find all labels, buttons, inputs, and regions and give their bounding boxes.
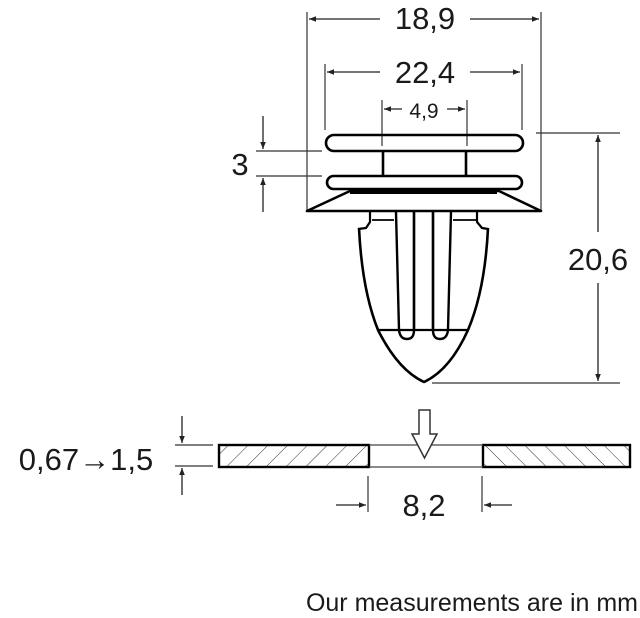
dim-label-hole-diameter: 8,2	[402, 488, 445, 523]
panel-left-hatched	[217, 443, 371, 469]
dimension-overall-height	[432, 132, 620, 384]
dimension-hole-diameter	[336, 476, 512, 512]
dimension-head-width	[306, 12, 542, 212]
dimension-ring-gap	[256, 116, 322, 212]
dim-label-head-width: 18,9	[395, 1, 455, 36]
clip-legs-outline	[357, 227, 490, 384]
insertion-arrow-icon	[410, 409, 439, 460]
panel-right-hatched	[481, 443, 632, 469]
units-note: Our measurements are in mm	[305, 589, 638, 617]
dimension-ring-diameter	[324, 64, 523, 130]
clip-second-ring	[325, 174, 524, 191]
dim-label-ring-diameter: 22,4	[395, 55, 455, 90]
clip-flange	[305, 189, 543, 213]
dimension-panel-thickness	[175, 416, 213, 495]
dimension-stem-width	[381, 100, 468, 146]
dim-label-panel-thickness: 0,67→1,5	[19, 442, 153, 477]
dim-label-overall-height: 20,6	[568, 242, 628, 277]
dim-label-ring-gap: 3	[231, 147, 248, 182]
clip-top-ring	[324, 133, 525, 153]
clip-body	[305, 133, 543, 384]
dim-label-stem-width: 4,9	[409, 100, 438, 123]
panel-section	[217, 443, 632, 469]
